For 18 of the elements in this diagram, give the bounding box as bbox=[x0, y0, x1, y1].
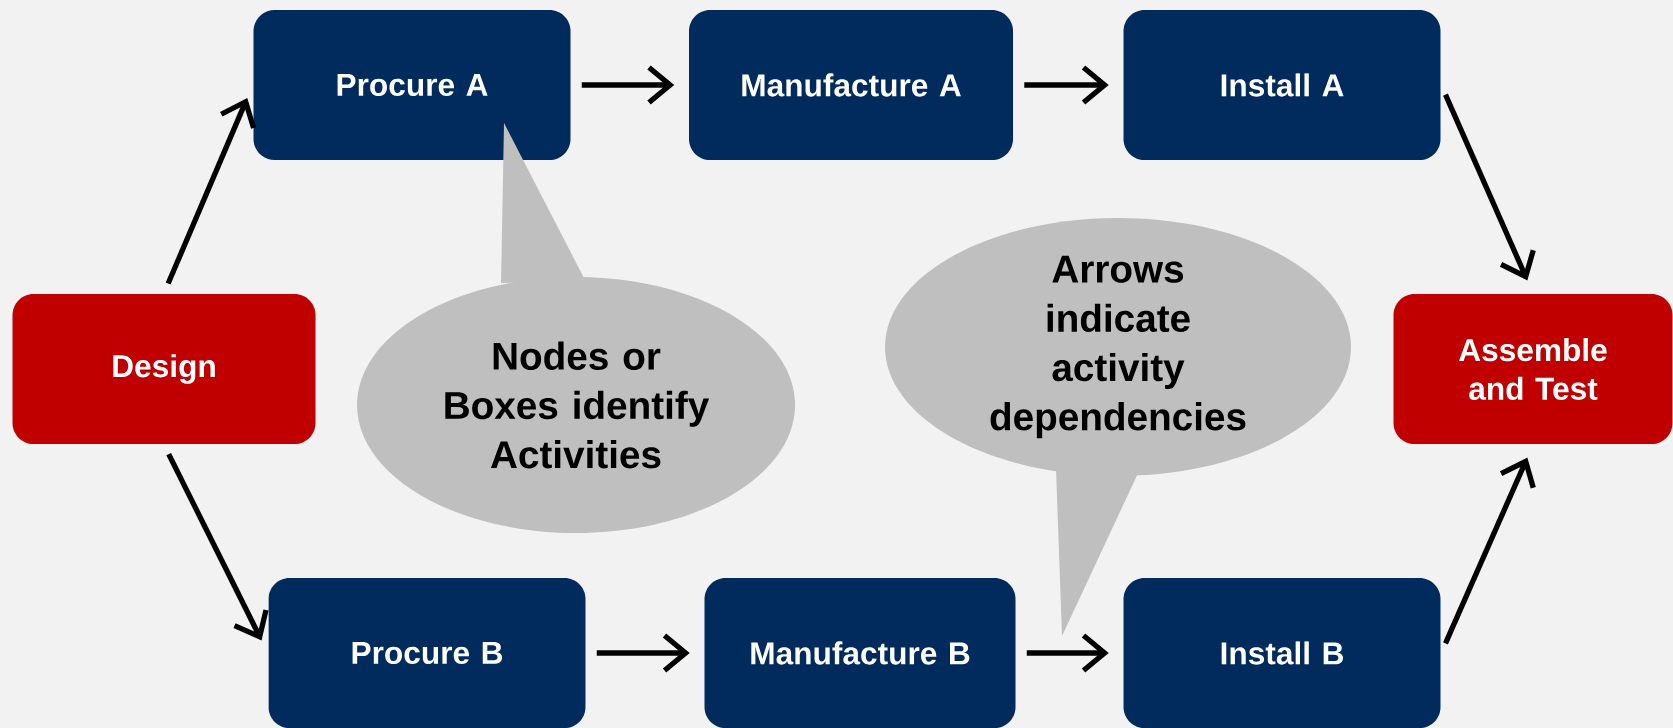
activity-box: Assemble and Test bbox=[1393, 294, 1673, 444]
arrow bbox=[596, 633, 690, 673]
activity-box: Design bbox=[12, 294, 316, 444]
arrow bbox=[1443, 93, 1536, 281]
arrow bbox=[165, 97, 257, 285]
arrow bbox=[1443, 457, 1536, 645]
speech-bubble: Arrows indicate activity dependencies bbox=[885, 218, 1351, 636]
arrow bbox=[166, 452, 269, 641]
activity-box: Procure B bbox=[268, 578, 586, 728]
arrow bbox=[1026, 633, 1109, 673]
activity-box: Manufacture A bbox=[689, 10, 1013, 160]
activity-box: Manufacture B bbox=[704, 578, 1016, 728]
speech-bubble: Nodes or Boxes identify Activities bbox=[357, 123, 795, 533]
activity-box: Install B bbox=[1123, 578, 1441, 728]
activity-box: Install A bbox=[1123, 10, 1441, 160]
arrow bbox=[1024, 65, 1109, 105]
arrow bbox=[581, 65, 675, 105]
activity-box: Procure A bbox=[253, 10, 571, 160]
